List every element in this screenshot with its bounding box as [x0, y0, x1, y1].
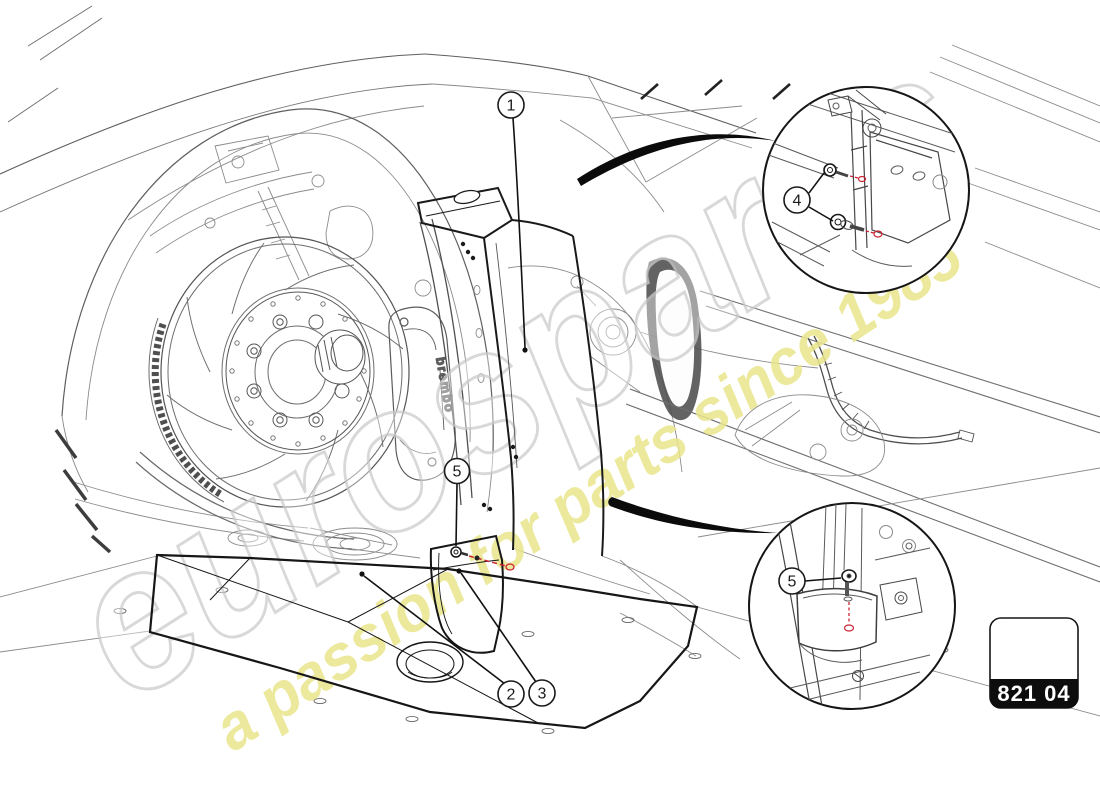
- svg-text:3: 3: [538, 686, 547, 703]
- svg-text:4: 4: [793, 193, 802, 210]
- callout-4[interactable]: 4: [783, 172, 834, 222]
- arrow-to-top-inset: [577, 134, 776, 186]
- callout-5-main[interactable]: 5: [443, 457, 471, 547]
- svg-text:1: 1: [507, 98, 516, 115]
- callout-5-inset[interactable]: 5: [778, 567, 842, 595]
- svg-text:5: 5: [788, 574, 797, 591]
- magnify-arrows: [577, 134, 778, 534]
- callout-3[interactable]: 3: [456, 568, 556, 707]
- fastener-screw-main: [450, 546, 469, 558]
- brake-disc: [148, 236, 410, 508]
- red-dash-alignment-main: [468, 555, 515, 571]
- svg-text:5: 5: [453, 464, 462, 481]
- underbody-panel: [148, 553, 699, 730]
- detail-inset-top: 4: [762, 86, 970, 294]
- svg-text:2: 2: [507, 687, 516, 704]
- arrow-to-bottom-inset: [608, 497, 778, 534]
- part-code-badge: 821 04: [989, 617, 1079, 709]
- pillar-panel: [416, 186, 605, 557]
- part-code-label: 821 04: [997, 681, 1070, 706]
- callout-1[interactable]: 1: [497, 91, 528, 353]
- callout-2[interactable]: 2: [359, 571, 525, 708]
- mud-shield-bracket: [429, 534, 504, 654]
- body-lines: [0, 5, 1100, 561]
- detail-inset-bottom: 5: [748, 502, 956, 710]
- chassis-right: [0, 79, 1100, 735]
